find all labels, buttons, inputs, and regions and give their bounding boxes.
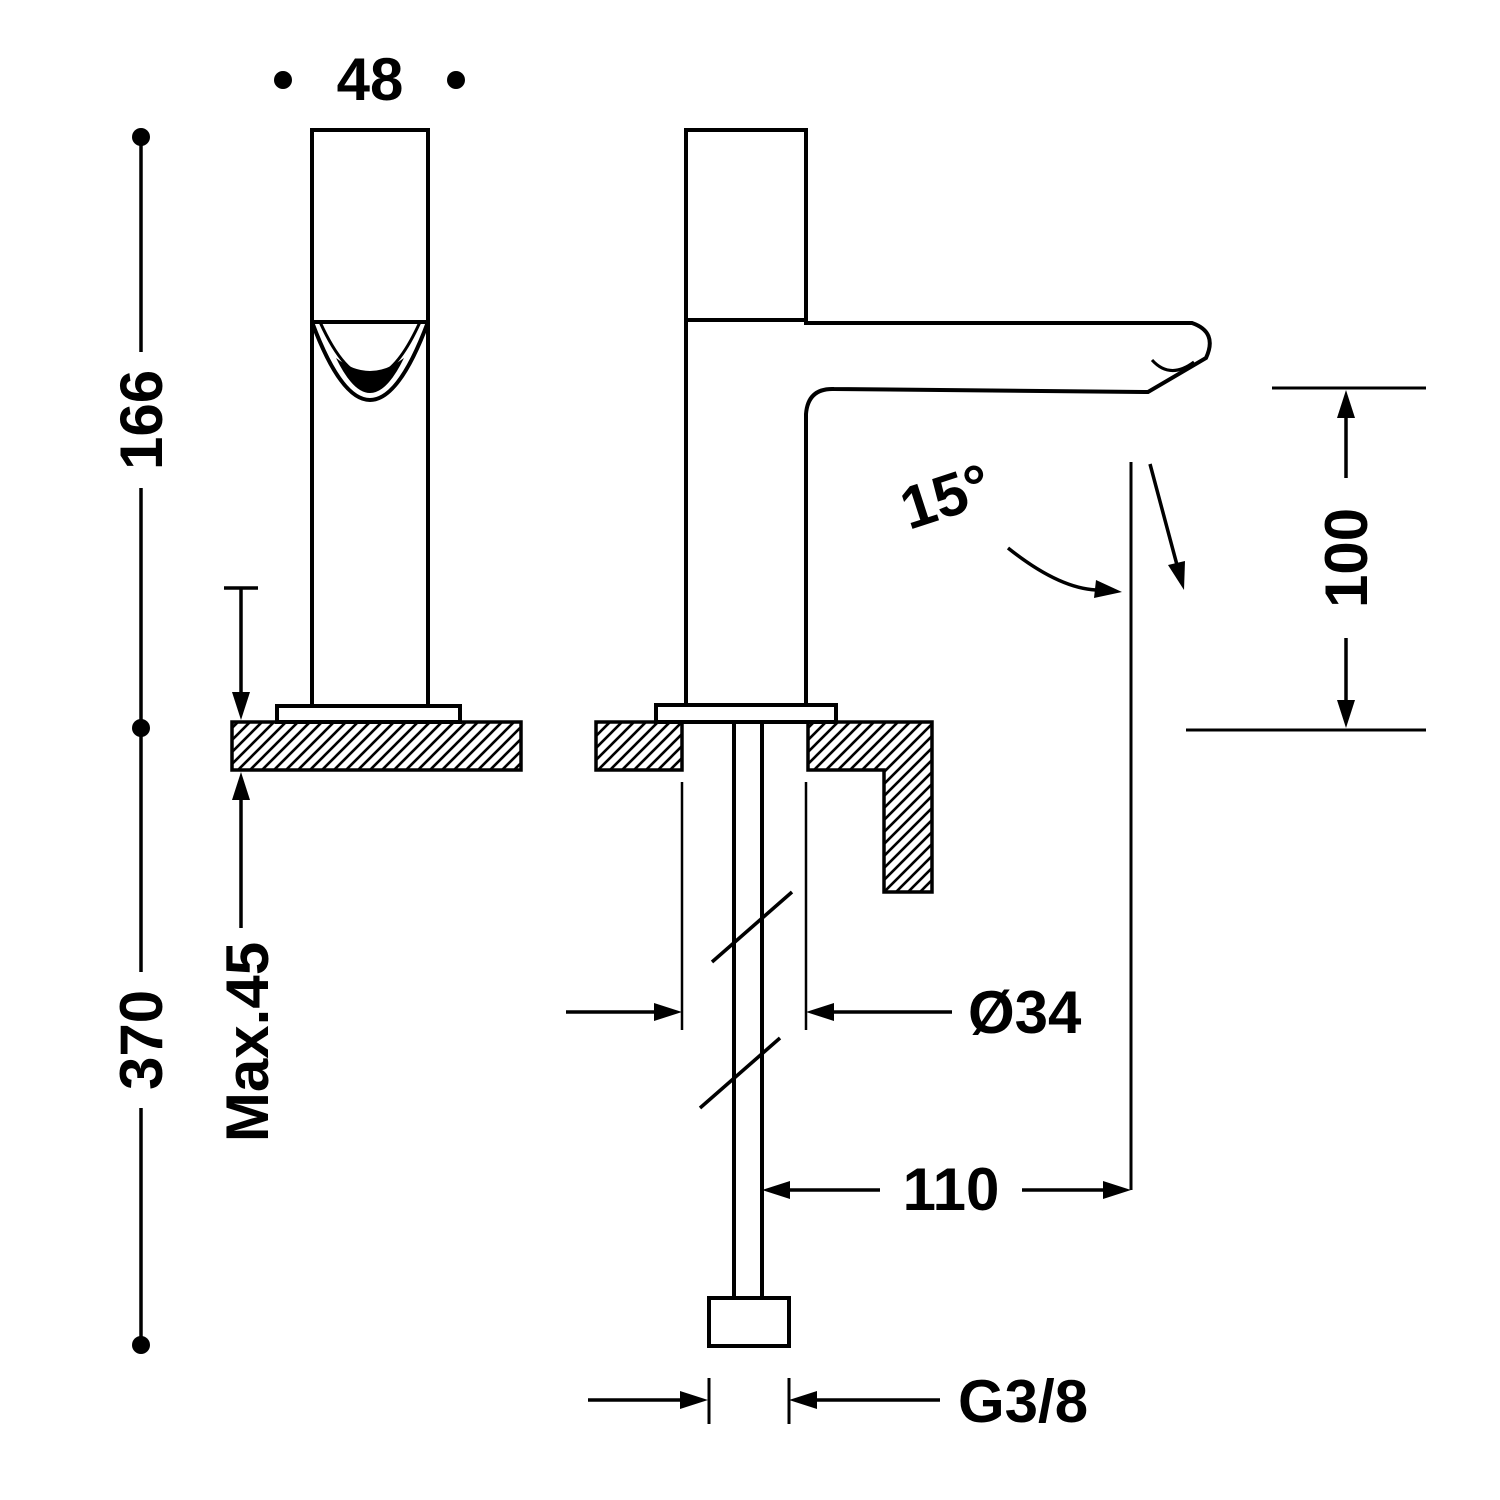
dim-thread: G3/8 — [588, 1368, 1088, 1435]
side-view — [594, 128, 1212, 1348]
arrow-right — [680, 1391, 708, 1409]
arrow-left — [762, 1181, 790, 1199]
dim-spout-height-label: 100 — [1313, 508, 1380, 608]
pipe-break-mark-2 — [698, 1036, 782, 1110]
dim-spout-height: 100 — [1186, 386, 1426, 732]
dim-hole-diameter: Ø34 — [566, 979, 1082, 1046]
angle-arc — [1006, 546, 1097, 592]
dim-body-height-label: 166 — [108, 370, 175, 470]
angle-line — [1148, 463, 1179, 566]
arrow-down — [1337, 700, 1355, 728]
arrow-up — [1337, 390, 1355, 418]
arrow-up — [232, 772, 250, 800]
side-spout-aerator — [1150, 358, 1195, 372]
arrow-left — [789, 1391, 817, 1409]
arrow-left — [806, 1003, 834, 1021]
front-countertop — [230, 720, 523, 772]
dim-dot — [132, 719, 150, 737]
side-countertop-right — [806, 720, 934, 894]
dim-total-height-label: 370 — [108, 990, 175, 1090]
dim-dot — [447, 71, 465, 89]
dim-angle: 15° — [892, 451, 1185, 1190]
dim-reach: 110 — [762, 1156, 1131, 1223]
dim-dot — [132, 128, 150, 146]
arrow-angle — [1168, 561, 1185, 590]
side-countertop-left — [594, 720, 684, 772]
front-spout-curve-outer — [310, 321, 430, 402]
side-base-plate — [654, 703, 838, 724]
front-body — [310, 128, 430, 708]
dim-max-counter: Max.45 — [214, 586, 281, 1142]
dim-heights: 166 370 — [108, 128, 175, 1354]
arrow-arc — [1094, 580, 1122, 598]
pipe-break-mark-1 — [710, 890, 794, 964]
dim-width: 48 — [274, 46, 465, 113]
front-outlet — [336, 358, 404, 393]
dim-hole-diameter-label: Ø34 — [968, 979, 1082, 1046]
dim-reach-label: 110 — [903, 1156, 1000, 1223]
arrow-down — [232, 692, 250, 720]
pipe-connector — [707, 1296, 791, 1348]
arrow-right — [654, 1003, 682, 1021]
dim-angle-label: 15° — [892, 451, 999, 543]
dim-max-counter-label: Max.45 — [214, 942, 281, 1142]
dim-dot — [132, 1336, 150, 1354]
dim-dot — [274, 71, 292, 89]
dim-thread-label: G3/8 — [958, 1368, 1088, 1435]
front-view — [230, 128, 523, 772]
side-body — [684, 128, 1212, 707]
arrow-right — [1103, 1181, 1131, 1199]
dim-width-label: 48 — [337, 46, 404, 113]
front-base-plate — [275, 704, 462, 724]
